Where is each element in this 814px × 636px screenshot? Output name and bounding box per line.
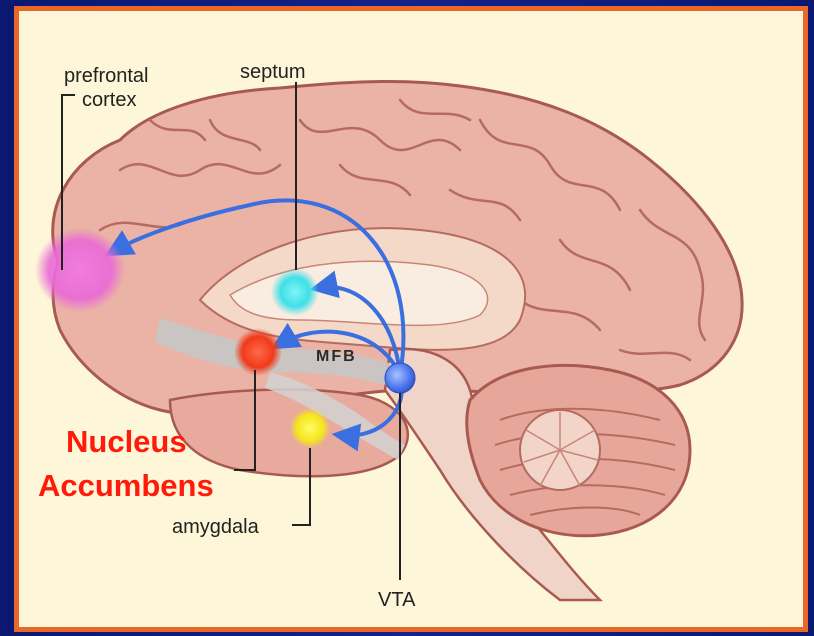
prefrontal-label-line1: prefrontal [64, 65, 149, 87]
amygdala-region [290, 408, 330, 448]
septum-region [271, 268, 319, 316]
nucleus-accumbens-label-line1: Nucleus [66, 424, 187, 459]
nucleus-accumbens-region [234, 328, 282, 376]
vta-region [385, 363, 415, 393]
nucleus-accumbens-label-line2: Accumbens [38, 468, 214, 503]
prefrontal-label-line2: cortex [82, 89, 136, 111]
septum-label: septum [240, 61, 306, 83]
prefrontal-cortex-region [35, 228, 125, 312]
vta-label: VTA [378, 589, 416, 611]
mfb-label: MFB [316, 348, 357, 365]
amygdala-label: amygdala [172, 516, 260, 538]
